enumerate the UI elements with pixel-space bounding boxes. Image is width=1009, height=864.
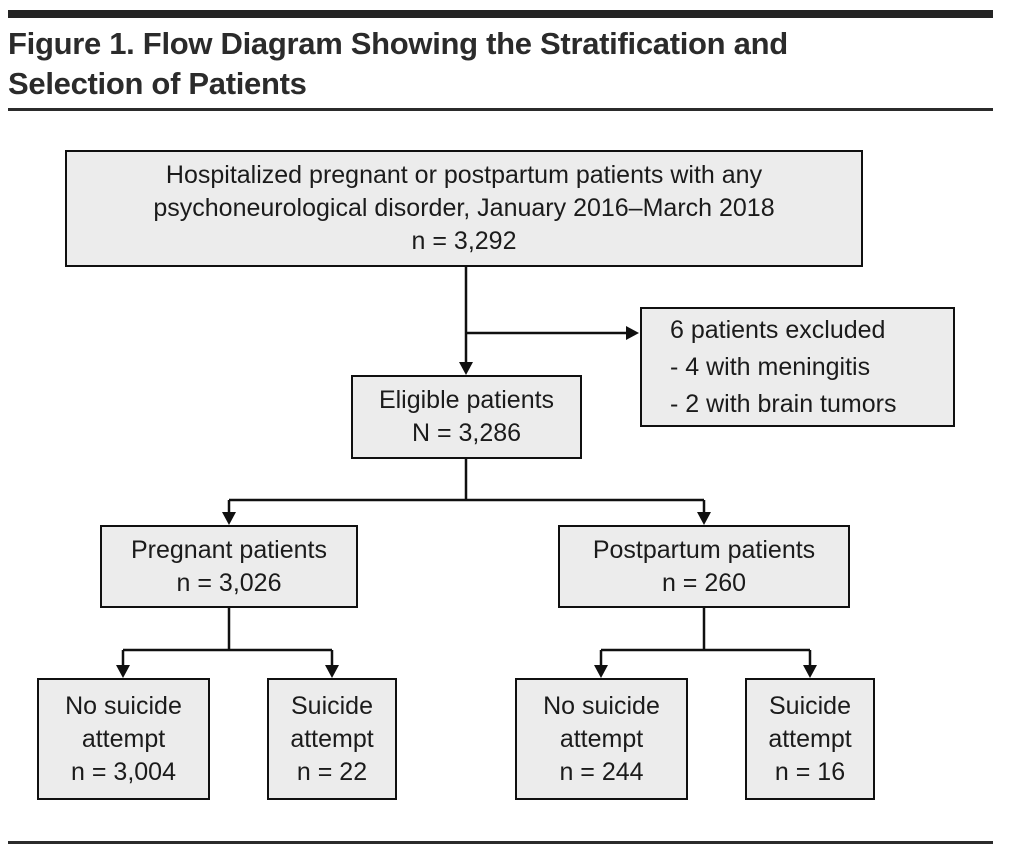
connector-postpartum-split	[599, 608, 812, 666]
node-text: attempt	[559, 724, 644, 753]
arrowhead-into-pregnant	[222, 512, 236, 525]
node-pregnant-patients: Pregnant patients n = 3,026	[100, 525, 358, 608]
node-text: psychoneurological disorder, January 201…	[153, 194, 775, 222]
connector-pregnant-split	[121, 608, 334, 666]
node-pregnant-suicide-attempt: Suicide attempt n = 22	[267, 678, 397, 800]
node-text: No suicide	[543, 691, 660, 720]
connector-eligible-split	[227, 459, 706, 513]
node-postpartum-suicide-attempt: Suicide attempt n = 16	[745, 678, 875, 800]
node-text: attempt	[81, 724, 166, 753]
arrowhead-into-postpartum-no-attempt	[594, 665, 608, 678]
title-divider-rule	[8, 108, 993, 111]
node-text: attempt	[290, 724, 374, 753]
node-excluded-patients: 6 patients excluded - 4 with meningitis …	[640, 307, 955, 427]
node-count: n = 3,026	[176, 568, 282, 597]
node-count: n = 22	[296, 757, 368, 786]
node-count: n = 16	[774, 757, 846, 786]
node-count: N = 3,286	[411, 419, 522, 447]
node-source-population: Hospitalized pregnant or postpartum pati…	[65, 150, 863, 267]
node-text: attempt	[768, 724, 852, 753]
arrowhead-into-eligible	[459, 362, 473, 375]
figure-title-line-1: Figure 1. Flow Diagram Showing the Strat…	[8, 26, 788, 61]
node-text: 6 patients excluded	[670, 315, 886, 344]
figure-title-line-2: Selection of Patients	[8, 66, 307, 101]
node-text: No suicide	[65, 691, 182, 720]
node-text: - 2 with brain tumors	[670, 389, 897, 418]
node-postpartum-patients: Postpartum patients n = 260	[558, 525, 850, 608]
node-text: - 4 with meningitis	[670, 352, 871, 381]
node-postpartum-no-suicide-attempt: No suicide attempt n = 244	[515, 678, 688, 800]
node-count: n = 3,292	[411, 227, 517, 255]
arrowhead-into-postpartum	[697, 512, 711, 525]
node-pregnant-no-suicide-attempt: No suicide attempt n = 3,004	[37, 678, 210, 800]
node-count: n = 3,004	[71, 757, 176, 786]
top-accent-bar	[8, 10, 993, 18]
node-eligible-patients: Eligible patients N = 3,286	[351, 375, 582, 459]
bottom-divider-rule	[8, 841, 993, 844]
node-text: Suicide	[769, 691, 851, 720]
arrowhead-into-pregnant-attempt	[325, 665, 339, 678]
node-text: Hospitalized pregnant or postpartum pati…	[165, 161, 763, 189]
node-text: Postpartum patients	[592, 535, 816, 564]
arrowhead-into-pregnant-no-attempt	[116, 665, 130, 678]
node-text: Suicide	[291, 691, 373, 720]
node-text: Pregnant patients	[131, 535, 327, 564]
arrowhead-into-postpartum-attempt	[803, 665, 817, 678]
node-text: Eligible patients	[378, 386, 555, 414]
node-count: n = 244	[559, 757, 644, 786]
figure-title: Figure 1. Flow Diagram Showing the Strat…	[8, 24, 993, 104]
arrowhead-into-excluded	[626, 326, 639, 340]
node-count: n = 260	[661, 568, 747, 597]
